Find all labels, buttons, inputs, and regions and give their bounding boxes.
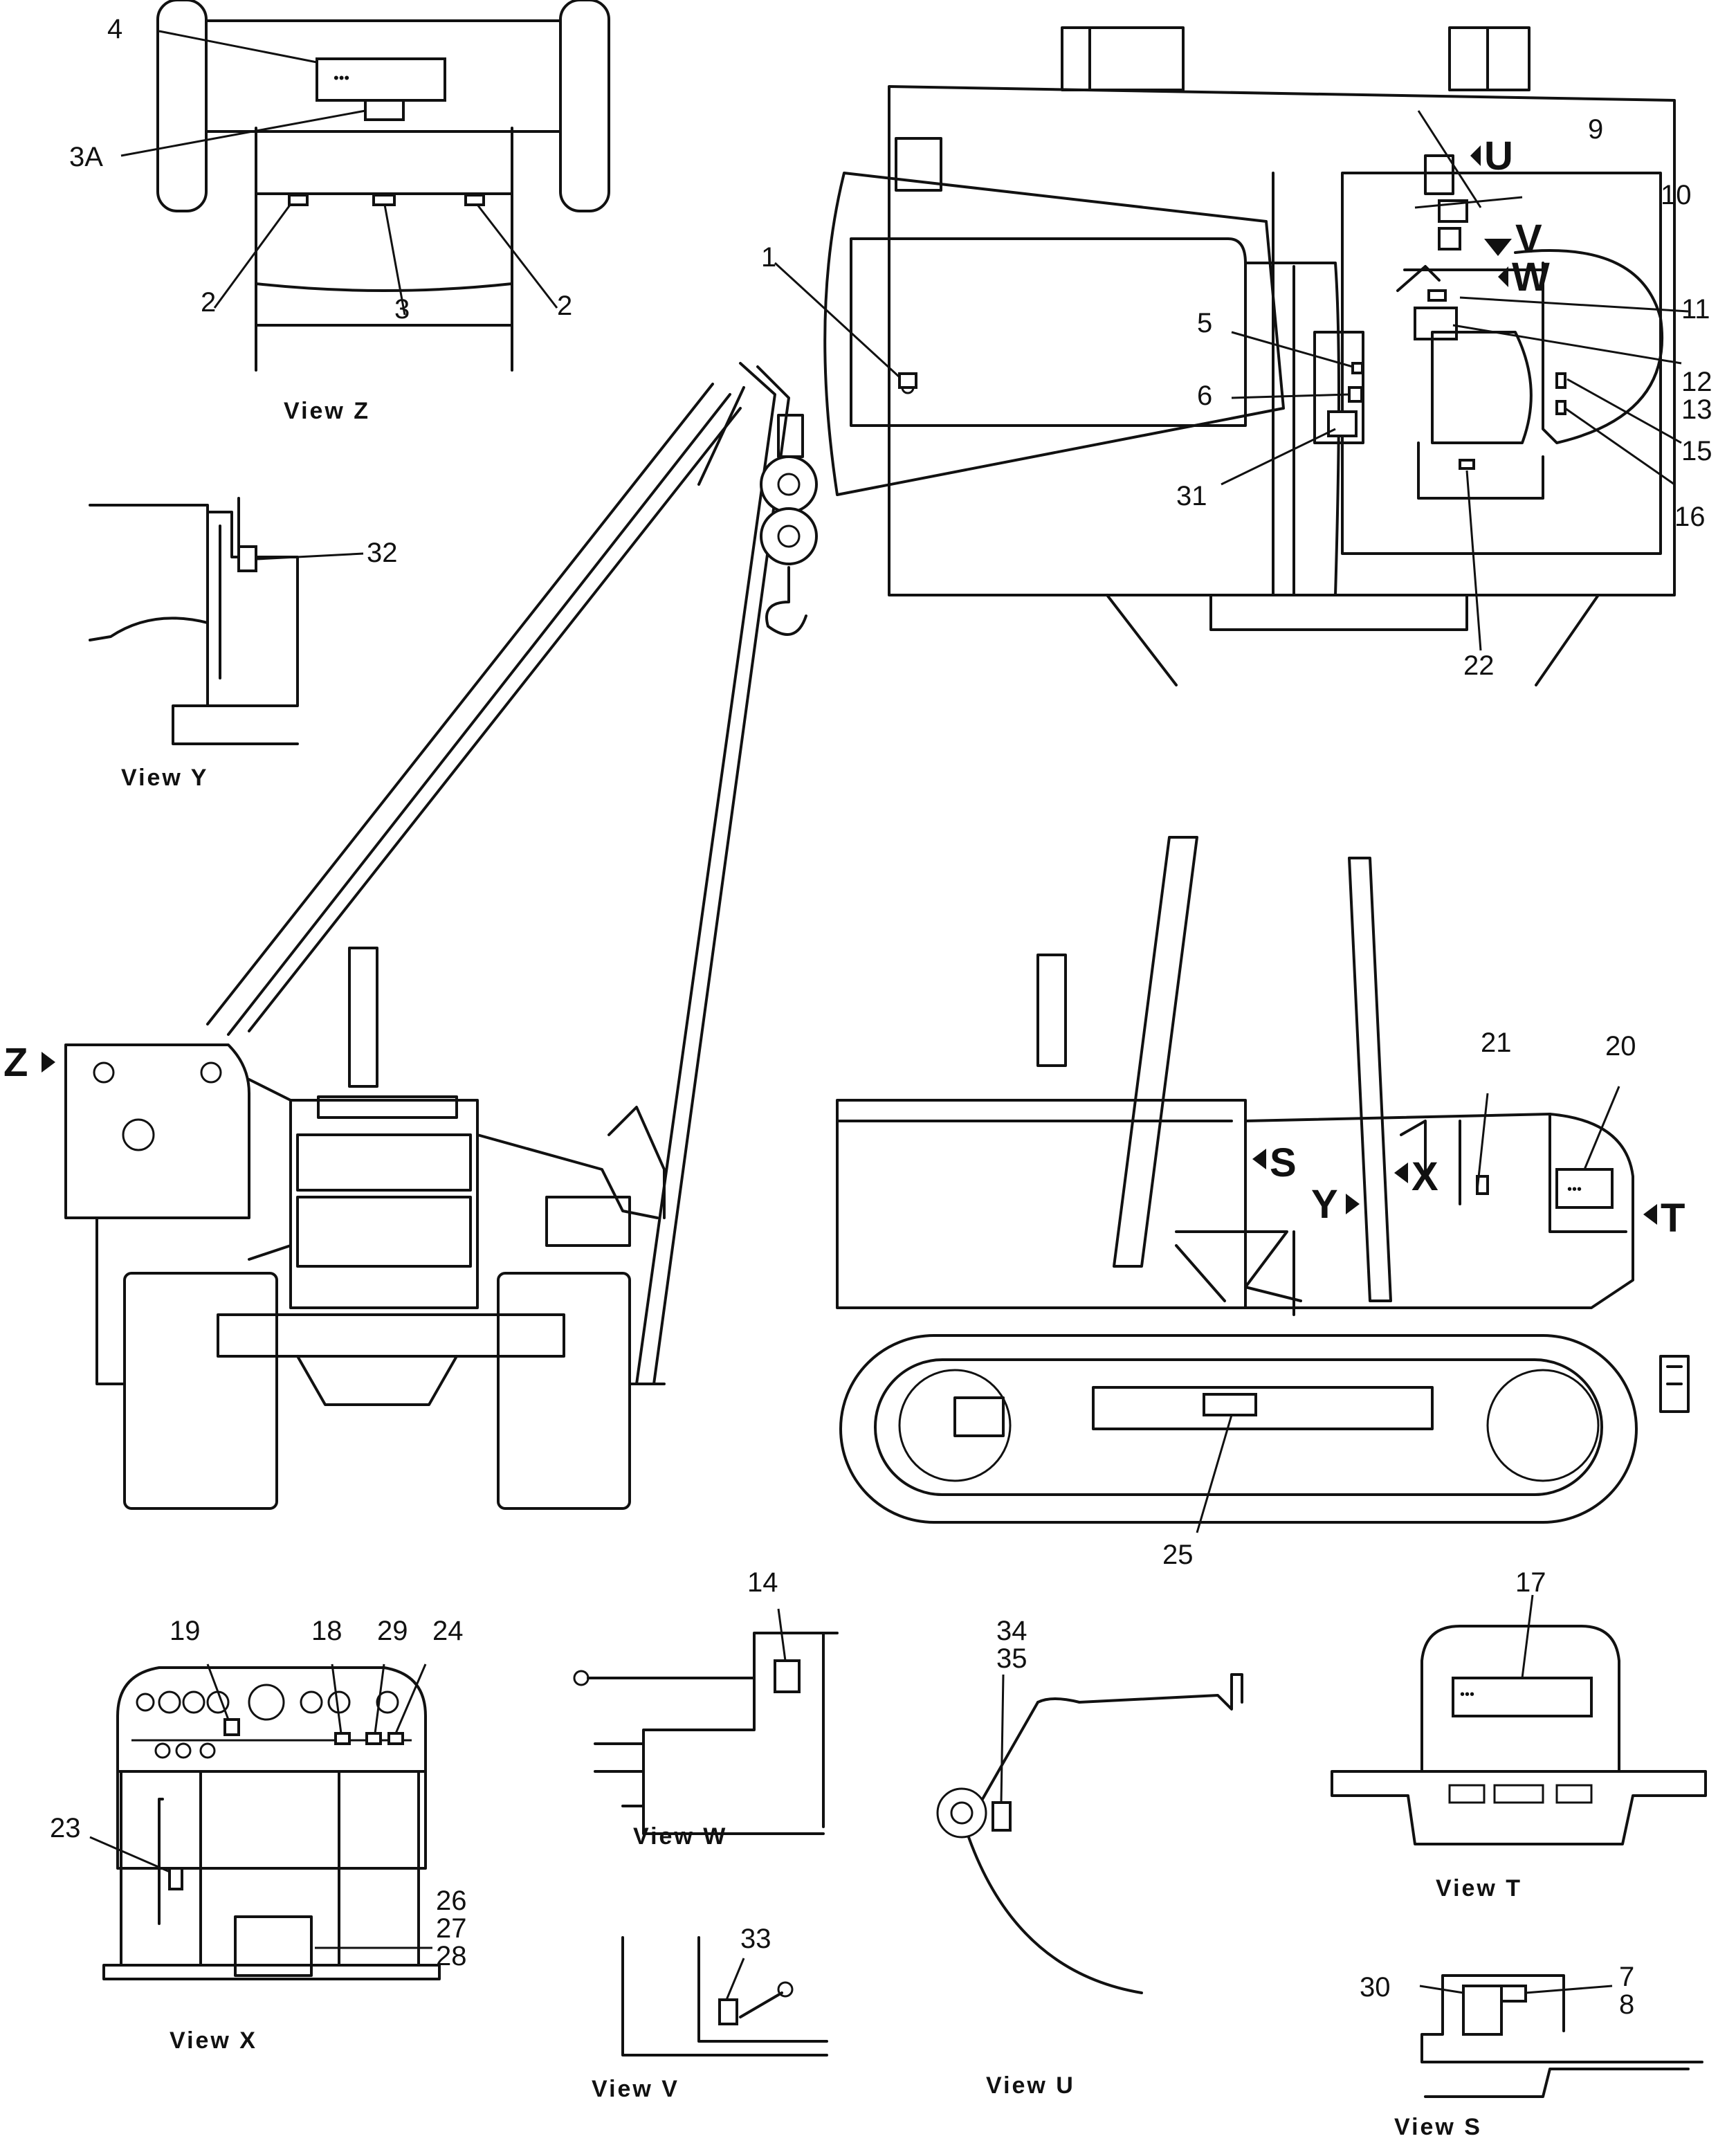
- view-x-caption: View X: [170, 2027, 257, 2054]
- callout-21: 21: [1481, 1028, 1512, 1058]
- view-z-caption: View Z: [284, 398, 370, 424]
- label-plate-20: [1555, 1168, 1614, 1209]
- pipelayer-side-view: ••• S X Y T 21 20 25: [836, 836, 1690, 1570]
- view-w-caption: View W: [633, 1823, 727, 1850]
- callout-23: 23: [50, 1813, 81, 1843]
- view-v-caption: View V: [592, 2076, 679, 2102]
- arrow-label-w: W: [1512, 255, 1550, 300]
- view-y-caption: View Y: [121, 765, 208, 791]
- label-plate-34-35: [992, 1801, 1012, 1832]
- callout-29: 29: [377, 1616, 408, 1646]
- label-plate-17: [1452, 1677, 1593, 1717]
- callout-2-left: 2: [201, 287, 216, 318]
- callout-31: 31: [1176, 481, 1207, 511]
- arrow-label-u: U: [1484, 134, 1513, 179]
- view-v-group: 33 View V: [592, 1924, 828, 2102]
- label-plate-33: [718, 1998, 738, 2025]
- callout-8: 8: [1619, 1989, 1634, 2020]
- callout-2-right: 2: [557, 291, 572, 321]
- callout-22: 22: [1463, 650, 1495, 681]
- callout-30: 30: [1360, 1972, 1391, 2003]
- callout-26: 26: [436, 1886, 467, 1916]
- callout-4: 4: [107, 14, 122, 44]
- callout-35: 35: [996, 1643, 1027, 1674]
- callout-13: 13: [1681, 394, 1712, 425]
- view-s-group: 7 8 30 View S: [1360, 1962, 1703, 2140]
- label-plate-4: [316, 57, 446, 102]
- callout-3a: 3A: [69, 142, 103, 172]
- arrow-label-y: Y: [1311, 1182, 1338, 1227]
- callout-11: 11: [1681, 294, 1710, 325]
- callout-28: 28: [436, 1941, 467, 1971]
- label-plate-2-left: [288, 194, 309, 206]
- svg-text:•••: •••: [1460, 1687, 1474, 1702]
- label-plate-30: [1462, 1985, 1503, 2036]
- label-plate-7-8: [1500, 1985, 1527, 2003]
- view-u-group: 34 35 View U: [936, 1616, 1243, 2099]
- callout-27: 27: [436, 1913, 467, 1944]
- label-plate-25: [1203, 1393, 1257, 1416]
- view-s-caption: View S: [1394, 2114, 1482, 2140]
- cab-top-view: U V W 1 5 6 31 9 10 11 12 13 15 16 22: [761, 26, 1712, 686]
- callout-33: 33: [740, 1924, 771, 1954]
- callout-14: 14: [747, 1567, 778, 1598]
- arrow-label-t: T: [1661, 1196, 1685, 1241]
- callout-5: 5: [1197, 308, 1212, 338]
- view-z-group: ••• 4 3A 2 3 2 View Z: [69, 0, 610, 424]
- svg-text:•••: •••: [334, 69, 349, 86]
- label-plate-14: [774, 1659, 801, 1693]
- svg-text:•••: •••: [1567, 1182, 1582, 1197]
- callout-10: 10: [1661, 180, 1692, 210]
- callout-15: 15: [1681, 436, 1712, 466]
- callout-25: 25: [1162, 1540, 1194, 1570]
- label-plate-2-right: [464, 194, 485, 206]
- label-plate-32: [237, 545, 257, 572]
- callout-12: 12: [1681, 367, 1712, 397]
- callout-18: 18: [311, 1616, 342, 1646]
- arrow-label-v: V: [1515, 217, 1542, 262]
- label-plate-3: [372, 194, 396, 206]
- view-t-caption: View T: [1436, 1875, 1522, 1902]
- callout-32: 32: [367, 538, 398, 568]
- callout-24: 24: [432, 1616, 464, 1646]
- callout-3: 3: [394, 294, 410, 325]
- view-w-group: 14 View W: [573, 1567, 839, 1850]
- callout-16: 16: [1674, 502, 1706, 532]
- arrow-label-z: Z: [3, 1040, 28, 1085]
- callout-7: 7: [1619, 1962, 1634, 1992]
- label-plate-3a: [364, 99, 405, 121]
- view-u-caption: View U: [986, 2072, 1075, 2099]
- view-x-group: 19 18 29 24 23 26 27 28 View X: [50, 1616, 467, 2054]
- callout-20: 20: [1605, 1031, 1636, 1061]
- callout-34: 34: [996, 1616, 1027, 1646]
- callout-6: 6: [1197, 381, 1212, 411]
- view-y-group: 32 View Y: [89, 497, 398, 791]
- arrow-label-x: X: [1411, 1154, 1438, 1199]
- callout-1: 1: [761, 242, 776, 273]
- view-t-group: ••• 17 View T: [1331, 1567, 1707, 1902]
- callout-9: 9: [1588, 114, 1603, 145]
- arrow-label-s: S: [1270, 1140, 1297, 1185]
- pipelayer-front-view: Z: [3, 362, 818, 1510]
- callout-17: 17: [1515, 1567, 1546, 1598]
- callout-19: 19: [170, 1616, 201, 1646]
